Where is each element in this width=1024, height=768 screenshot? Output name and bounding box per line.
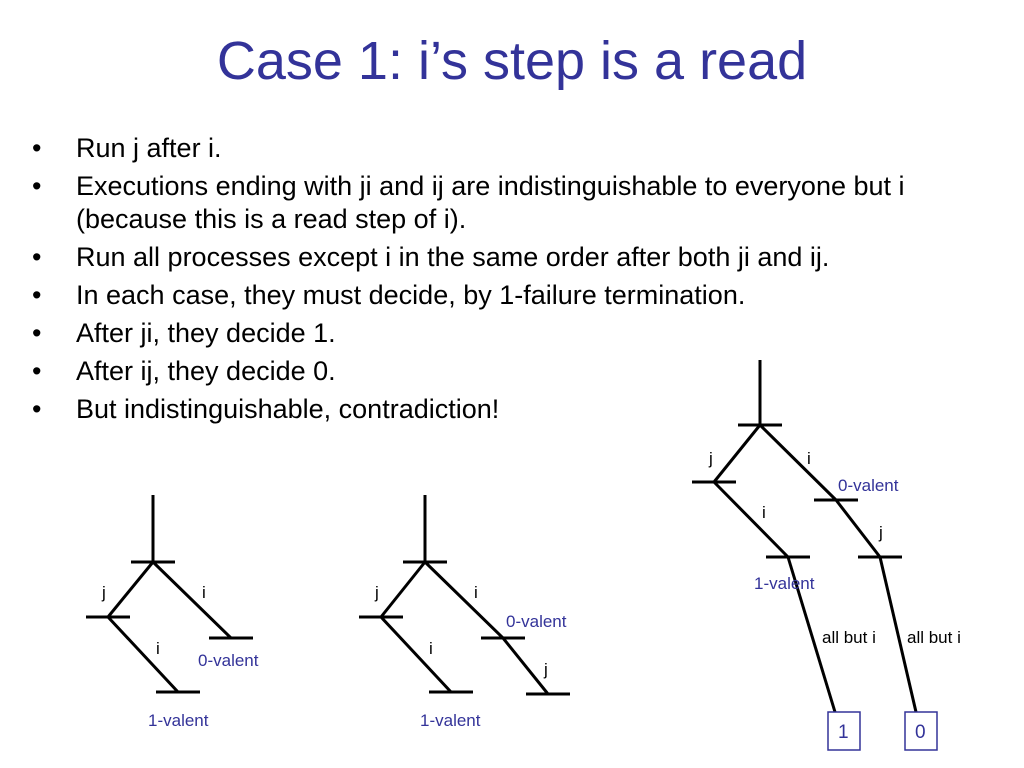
middle-label-j: j xyxy=(374,583,379,602)
bullet-text: Executions ending with ji and ij are ind… xyxy=(76,171,905,234)
decision-box-right xyxy=(904,711,938,751)
right-edge-i xyxy=(758,423,838,502)
bullet-item: • But indistinguishable, contradiction! xyxy=(32,393,982,426)
right-edge-j-after-i xyxy=(834,499,882,558)
right-edge-all-but-i-left xyxy=(786,556,837,713)
bullet-marker: • xyxy=(32,242,42,272)
right-label-all-but-i-left: all but i xyxy=(822,628,876,647)
left-label-0-valent: 0-valent xyxy=(198,651,259,670)
bullet-list: • Run j after i. • Executions ending with … xyxy=(32,132,982,431)
bullet-item: • In each case, they must decide, by 1-fa… xyxy=(32,279,982,312)
bullet-marker: • xyxy=(32,280,42,310)
left-label-1-valent: 1-valent xyxy=(148,711,209,730)
left-edge-j xyxy=(106,561,155,618)
left-edge-i-after-j xyxy=(106,615,180,694)
bullet-item: • Executions ending with ji and ij are in… xyxy=(32,170,982,236)
bullet-item: • After ij, they decide 0. xyxy=(32,355,982,388)
middle-label-i2: i xyxy=(429,639,433,658)
left-edge-i xyxy=(151,560,233,640)
bullet-item: • Run all processes except i in the same … xyxy=(32,241,982,274)
left-label-j: j xyxy=(101,583,106,602)
middle-execution-tree xyxy=(359,495,570,696)
right-edge-j xyxy=(712,424,762,483)
bullet-marker: • xyxy=(32,133,42,163)
bullet-marker: • xyxy=(32,171,42,201)
right-execution-tree xyxy=(692,360,918,713)
bullet-marker: • xyxy=(32,394,42,424)
left-label-i: i xyxy=(202,583,206,602)
right-edge-i-after-j xyxy=(712,480,790,559)
right-edge-all-but-i-right xyxy=(878,556,918,713)
right-label-all-but-i-right: all but i xyxy=(907,628,961,647)
right-label-j2: j xyxy=(878,523,883,542)
bullet-text: After ji, they decide 1. xyxy=(76,318,336,348)
middle-label-j2: j xyxy=(543,660,548,679)
decision-box-left xyxy=(827,711,861,751)
right-label-0-valent: 0-valent xyxy=(838,476,899,495)
right-label-1-valent: 1-valent xyxy=(754,574,815,593)
middle-edge-i-after-j xyxy=(379,615,453,694)
middle-label-0-valent: 0-valent xyxy=(506,612,567,631)
bullet-text: In each case, they must decide, by 1-fai… xyxy=(76,280,746,310)
bullet-marker: • xyxy=(32,318,42,348)
middle-label-1-valent: 1-valent xyxy=(420,711,481,730)
right-label-i: i xyxy=(807,449,811,468)
bullet-marker: • xyxy=(32,356,42,386)
right-label-i2: i xyxy=(762,503,766,522)
bullet-text: After ij, they decide 0. xyxy=(76,356,336,386)
right-label-j: j xyxy=(708,449,713,468)
bullet-item: • Run j after i. xyxy=(32,132,982,165)
middle-edge-j-after-i xyxy=(501,637,550,695)
left-label-i2: i xyxy=(156,639,160,658)
middle-label-i: i xyxy=(474,583,478,602)
decision-value-1: 1 xyxy=(838,722,849,743)
bullet-text: Run j after i. xyxy=(76,133,222,163)
bullet-item: • After ji, they decide 1. xyxy=(32,317,982,350)
left-execution-tree xyxy=(86,495,253,694)
middle-edge-i xyxy=(423,560,505,640)
slide-title: Case 1: i’s step is a read xyxy=(216,31,808,91)
decision-value-0: 0 xyxy=(915,722,926,743)
bullet-text: Run all processes except i in the same o… xyxy=(76,242,830,272)
bullet-text: But indistinguishable, contradiction! xyxy=(76,394,500,424)
middle-edge-j xyxy=(379,561,427,618)
